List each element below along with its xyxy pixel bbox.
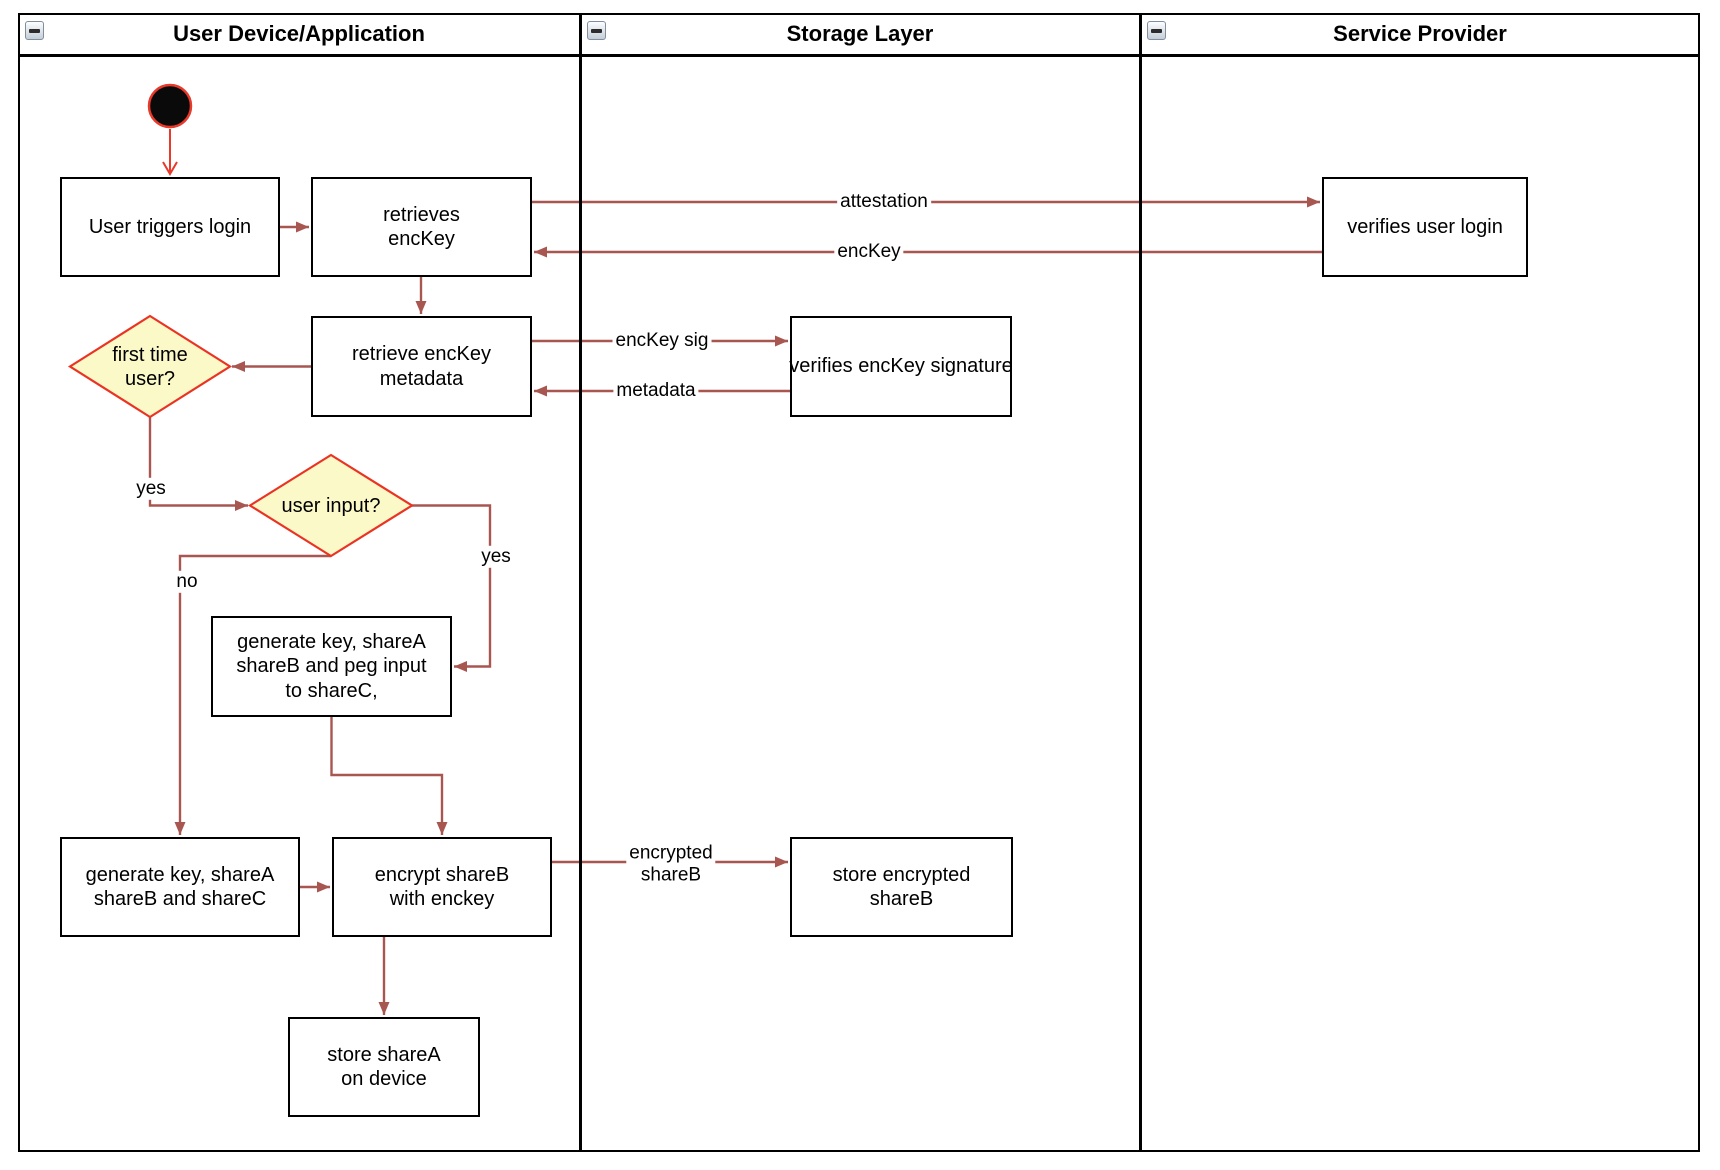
- lane-header-user-device: User Device/Application: [18, 13, 580, 54]
- lane-title-user-device: User Device/Application: [173, 20, 425, 46]
- lane-header-divider: [18, 54, 1700, 57]
- edge-label-user-input-no: no: [173, 570, 201, 594]
- decision-user-input-label: user input?: [281, 494, 381, 517]
- node-verifies-enckey-signature: verifies encKey signature: [789, 316, 1013, 417]
- start-state-icon: [147, 83, 193, 129]
- edge-label-attestation: attestation: [837, 190, 931, 214]
- node-retrieve-enckey-metadata: retrieve encKey metadata: [311, 316, 532, 417]
- edge-label-first-time-yes: yes: [133, 477, 169, 501]
- decision-first-time-user-label: first time user?: [112, 343, 188, 390]
- lane-title-storage-layer: Storage Layer: [786, 20, 934, 46]
- edge-label-user-input-yes: yes: [478, 545, 514, 569]
- lane-divider-1: [579, 13, 582, 1152]
- node-user-triggers-login: User triggers login: [60, 177, 280, 277]
- collapse-lane-icon[interactable]: [587, 21, 606, 40]
- decision-user-input-shape: [247, 453, 415, 558]
- node-retrieves-enckey: retrieves encKey: [311, 177, 532, 277]
- lane-header-storage-layer: Storage Layer: [580, 13, 1140, 54]
- pool-border: [18, 13, 1700, 1152]
- node-generate-key-peg-input: generate key, shareA shareB and peg inpu…: [211, 616, 452, 717]
- edge-user-input-yes: [412, 504, 492, 672]
- node-store-sharea: store shareA on device: [288, 1017, 480, 1117]
- lane-header-service-provider: Service Provider: [1140, 13, 1700, 54]
- edge-label-metadata: metadata: [613, 379, 699, 403]
- node-encrypt-shareb: encrypt shareB with enckey: [332, 837, 552, 937]
- edge-label-encrypted-shareb: encrypted shareB: [626, 842, 716, 888]
- decision-first-time-user-shape: [67, 314, 233, 419]
- lane-title-service-provider: Service Provider: [1333, 20, 1507, 46]
- edge-user-input-no: [174, 554, 331, 835]
- edge-label-enckey-sig: encKey sig: [612, 329, 712, 353]
- edge-first-time-yes: [148, 417, 248, 511]
- node-generate-key-sharec: generate key, shareA shareB and shareC: [60, 837, 300, 937]
- edge-peg-to-encrypt: [330, 717, 448, 835]
- collapse-lane-icon[interactable]: [25, 21, 44, 40]
- edge-label-enckey: encKey: [834, 240, 904, 264]
- node-store-encrypted-shareb: store encrypted shareB: [790, 837, 1013, 937]
- node-verifies-user-login: verifies user login: [1322, 177, 1528, 277]
- collapse-lane-icon[interactable]: [1147, 21, 1166, 40]
- lane-divider-2: [1139, 13, 1142, 1152]
